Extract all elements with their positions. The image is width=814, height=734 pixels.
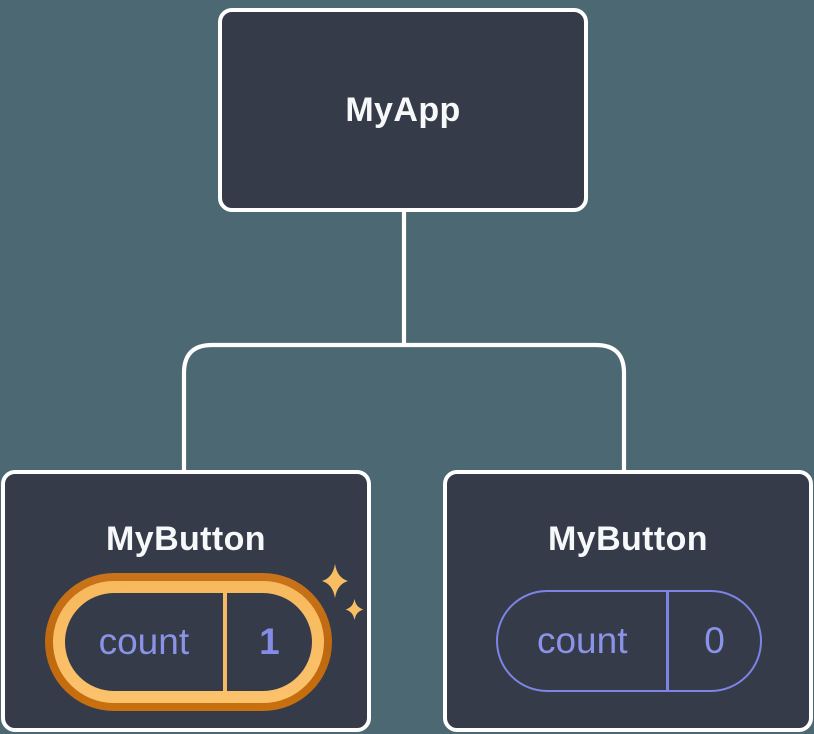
state-badge-divider bbox=[666, 592, 669, 690]
tree-node-mybutton-highlighted: MyButton count 1 bbox=[1, 470, 371, 732]
state-badge-divider bbox=[222, 593, 227, 691]
node-label: MyButton bbox=[548, 520, 708, 558]
state-value: 1 bbox=[259, 621, 280, 662]
state-key: count bbox=[98, 621, 190, 662]
tree-node-mybutton-plain: MyButton count 0 bbox=[443, 470, 813, 732]
state-badge: count 0 bbox=[496, 590, 762, 692]
state-badge-gold-ring: count 1 bbox=[53, 581, 324, 703]
connector-branch-bracket bbox=[181, 342, 627, 472]
sparkle-large bbox=[322, 564, 348, 598]
node-label: MyButton bbox=[106, 520, 266, 558]
node-label: MyApp bbox=[345, 90, 461, 129]
state-badge-highlight-ring: count 1 bbox=[45, 573, 332, 711]
sparkles-icon bbox=[322, 564, 364, 620]
state-value: 0 bbox=[704, 620, 725, 661]
sparkle-small bbox=[345, 599, 364, 620]
state-key: count bbox=[536, 620, 628, 661]
tree-node-myapp: MyApp bbox=[218, 8, 588, 212]
state-badge: count 1 bbox=[65, 593, 312, 691]
